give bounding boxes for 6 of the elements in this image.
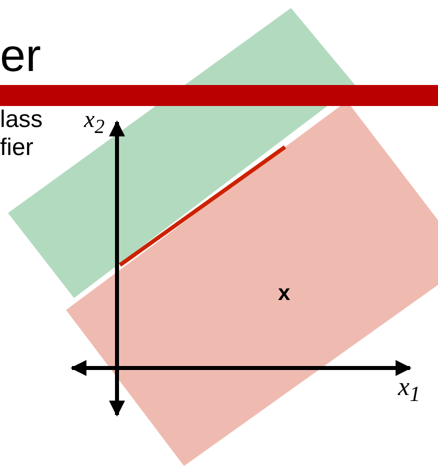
subtitle-text: lass xyxy=(0,108,43,132)
axis-label: x$_{1}$ xyxy=(398,374,420,406)
axis-label: x$_{2}$ xyxy=(84,108,105,137)
point-label: x xyxy=(278,282,290,304)
title-text: er xyxy=(0,32,41,78)
subtitle-text: fier xyxy=(0,136,34,160)
